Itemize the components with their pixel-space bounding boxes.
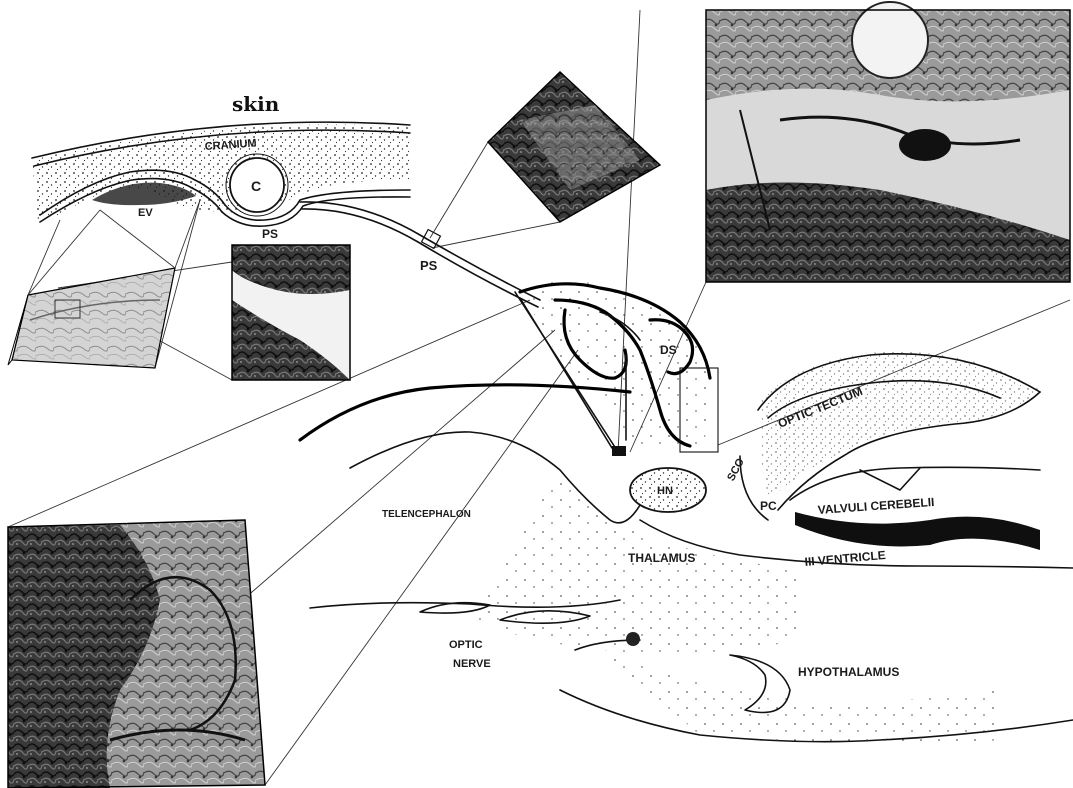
label-pc: PC (760, 499, 777, 513)
label-ev: EV (138, 207, 153, 219)
micrograph-ev-detail (232, 245, 350, 380)
label-skin: skin (232, 92, 280, 116)
label-valvuli-cerebelli: VALVULI CEREBELII (817, 495, 935, 517)
label-telencephalon: TELENCEPHALON (382, 509, 471, 520)
optic-tectum (740, 352, 1040, 520)
label-hypothalamus: HYPOTHALAMUS (798, 665, 899, 679)
label-ps-stalk: PS (420, 258, 438, 273)
label-sco: SCO (725, 456, 747, 483)
label-hn: HN (657, 485, 673, 497)
micrograph-sac-detail (706, 2, 1070, 282)
pineal-sac (515, 281, 718, 456)
label-ps-upper: PS (262, 227, 278, 241)
micrograph-stalk-detail (488, 72, 660, 222)
label-optic-nerve-2: NERVE (453, 658, 491, 670)
label-optic-nerve-1: OPTIC (449, 639, 483, 651)
label-thalamus: THALAMUS (628, 551, 695, 565)
label-cartilage: C (251, 178, 261, 194)
micrograph-brain-detail (8, 520, 265, 788)
label-ds: DS (660, 343, 677, 357)
